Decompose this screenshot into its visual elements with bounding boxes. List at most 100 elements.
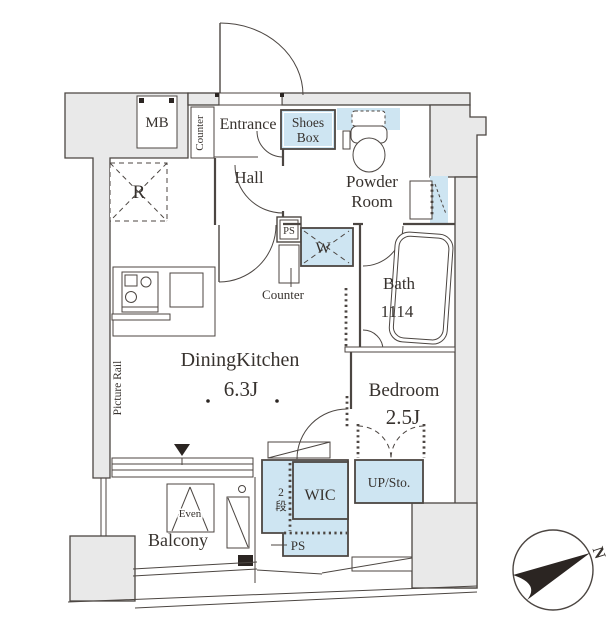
pillar-bottom-left (69, 535, 136, 602)
entrance-label: Entrance (220, 116, 277, 133)
toilet-paper-holder (342, 130, 351, 150)
kitchen-unit (111, 266, 216, 337)
bedroom-label: Bedroom (369, 380, 440, 401)
door-jamb-left (215, 93, 219, 97)
dk-door-arc (218, 224, 277, 283)
hall-counter-box (278, 244, 300, 284)
dk-size-label: 6.3J (224, 377, 258, 401)
dk-dot-left (206, 399, 210, 403)
balcony-edge-line-1 (132, 561, 258, 570)
hall-area: Hall PS Counter (213, 149, 305, 302)
bedroom: Bedroom 2.5J UP/Sto. (344, 346, 456, 504)
bathtub-inner (392, 235, 450, 341)
meter-box-hinge-left (139, 98, 144, 103)
washer-label: W (315, 240, 331, 257)
meter-box-label: MB (145, 115, 168, 131)
wic-tier-label-1: 2 (278, 487, 284, 499)
entrance-step-arc (256, 130, 284, 158)
ps-hall-label: PS (283, 226, 295, 237)
washer-diag-2 (303, 230, 350, 264)
entrance-counter-box (190, 106, 215, 159)
wall-right-top-chunk (429, 104, 487, 178)
burner-1 (140, 276, 152, 288)
entrance-counter-label: Counter (194, 115, 206, 151)
entrance-threshold (218, 92, 283, 106)
washing-machine: W (300, 227, 354, 267)
hatch-triangle-right (189, 486, 209, 532)
stove-grill (124, 274, 138, 287)
hatch-label: Even (179, 508, 202, 520)
bath-door-arc (362, 225, 404, 267)
entrance-door-arc (219, 22, 304, 96)
wic-label: WIC (304, 487, 335, 504)
dk-bedroom-door-arc (296, 408, 348, 460)
burner-2 (125, 291, 137, 303)
balcony-edge-line-2 (132, 568, 258, 577)
up-storage-box (354, 459, 424, 504)
wic-box (292, 461, 349, 520)
wall-top-band-right (281, 92, 471, 106)
dk-bedroom-door (267, 408, 348, 460)
vanity-unit (409, 176, 448, 224)
toilet-bowl (352, 137, 386, 173)
balcony-edge-connector (256, 569, 323, 575)
panel-diag (227, 497, 249, 548)
site-boundary-line-2 (134, 591, 478, 609)
shoes-box (280, 109, 336, 150)
wic-area: WIC 2 段 PS (261, 459, 413, 574)
toilet-icon (342, 125, 388, 173)
powder-room: Powder Room W (283, 108, 455, 267)
bath-room: Bath 1114 (344, 224, 454, 352)
door-jamb-right (280, 93, 284, 97)
hall-label: Hall (234, 168, 264, 187)
kitchen-sink-icon (169, 272, 204, 308)
bottom-window (321, 556, 413, 574)
up-storage-label: UP/Sto. (368, 475, 410, 490)
window-direction-marker (174, 444, 190, 456)
entrance-area: Counter Entrance Shoes Box (190, 106, 336, 159)
powder-room-label-2: Room (351, 192, 393, 211)
shoes-box-inner-line (283, 112, 333, 147)
meter-box-hinge-right (169, 98, 174, 103)
entrance-door (215, 22, 304, 106)
wall-top-band-left-of-door (187, 92, 220, 106)
bedroom-size-label: 2.5J (386, 405, 420, 429)
compass-needle (513, 553, 590, 600)
balcony-window (111, 457, 254, 478)
dining-kitchen: R Picture Rail DiningKitchen 6.3J (109, 162, 349, 478)
compass-north-icon: N (512, 529, 609, 611)
meter-box: MB (136, 95, 178, 149)
bath-label-2: 1114 (381, 302, 414, 321)
hall-counter-label: Counter (262, 287, 305, 302)
shoes-box-label-2: Box (297, 130, 320, 145)
site-boundary-line-1 (67, 585, 478, 603)
kitchen-bar (111, 313, 171, 321)
dk-dot-right (275, 399, 279, 403)
wall-top-left-and-left-strip (64, 92, 189, 479)
vanity-basin (409, 180, 433, 220)
balcony-area: Even Balcony (67, 477, 478, 609)
exterior-walls (64, 92, 487, 602)
fridge-diag-2 (109, 162, 168, 222)
powder-room-label-1: Powder (346, 172, 398, 191)
compass-north-label: N (589, 545, 609, 562)
toilet-lid (351, 110, 386, 127)
powder-door-arc (234, 164, 284, 214)
hatch-triangle-left (171, 486, 191, 532)
wic-tier-label-2: 段 (275, 499, 287, 513)
balcony-label: Balcony (148, 530, 208, 550)
balcony-drain (238, 555, 253, 566)
wall-bottom-right-block (411, 502, 478, 589)
bath-label-1: Bath (383, 274, 416, 293)
vanity-surround (430, 176, 448, 224)
folding-door-arc-left (357, 425, 392, 460)
dk-bedroom-door-diag (267, 441, 331, 459)
evacuation-hatch: Even (166, 483, 215, 533)
dk-label: DiningKitchen (181, 349, 300, 371)
shoes-box-label-1: Shoes (292, 115, 324, 130)
bathtub-icon (388, 231, 454, 345)
bedroom-folding-doors (356, 424, 426, 460)
refrigerator: R (109, 162, 168, 222)
